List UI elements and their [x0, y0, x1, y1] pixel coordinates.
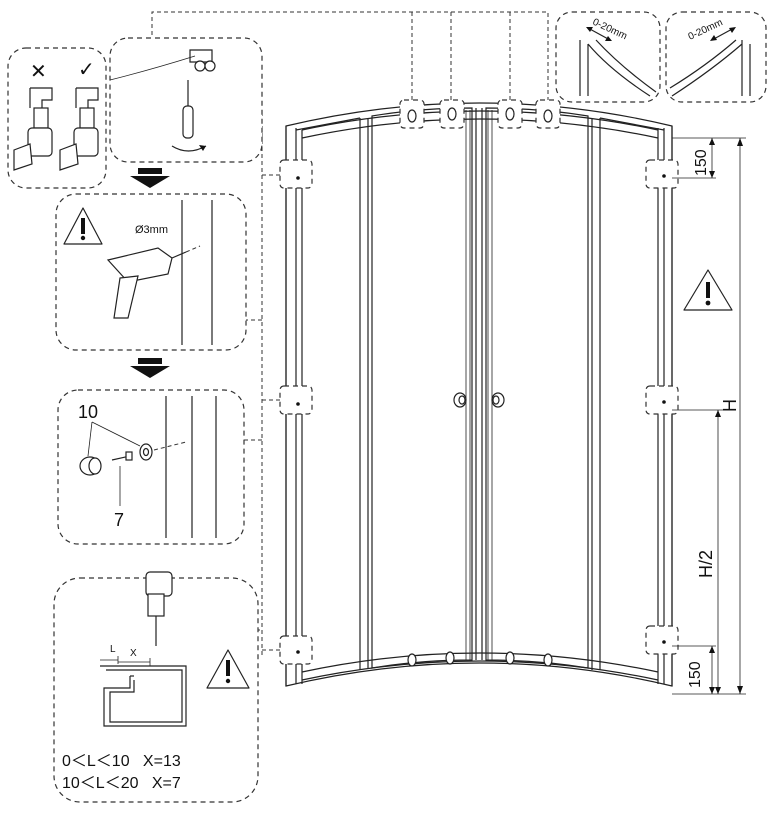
adjust-right-inset: 0-20mm: [665, 11, 767, 103]
screwdriver-icon: [182, 80, 194, 139]
offset-X-label: X: [130, 648, 137, 659]
right-mark: ✓: [78, 59, 95, 81]
shower-enclosure: [279, 99, 679, 687]
step-arrow-1: [130, 168, 170, 188]
connector-lines: [151, 11, 549, 655]
warning-icon: [206, 649, 250, 689]
drill-bit-label: Ø3mm: [135, 224, 168, 236]
rule-2: 10＜L＜20 X=7: [62, 775, 181, 792]
offset-panel: L X 0＜L＜10 X=13 10＜L＜20 X=7: [53, 571, 259, 803]
dim-half-height: H/2: [696, 550, 716, 578]
dim-bottom: 150: [687, 661, 704, 688]
wall-fixing-points: [279, 159, 679, 665]
drill-orientation-panel: ✕ ✓: [7, 47, 107, 189]
rule-1: 0＜L＜10 X=13: [62, 753, 181, 770]
dimension-lines: 150 150 H H/2: [672, 137, 746, 695]
screwdriver-panel: [109, 37, 263, 163]
adjust-left-inset: 0-20mm: [555, 11, 661, 103]
power-drill-icon: [106, 247, 187, 319]
warning-icon: [63, 207, 103, 245]
top-rollers: [399, 99, 561, 129]
cap-part-number: 10: [78, 402, 98, 422]
washer-icon: [139, 443, 153, 461]
right-drill-icon: [59, 107, 99, 171]
dim-top: 150: [693, 149, 710, 176]
screw-part-number: 7: [114, 510, 124, 530]
profile-section-icon: [100, 665, 187, 727]
bracket-icon: [189, 49, 216, 72]
screw-icon: [111, 451, 133, 461]
offset-L-label: L: [110, 644, 116, 655]
wrong-drill-icon: [13, 107, 53, 171]
door-handle-right: [491, 392, 505, 408]
step-arrow-2: [130, 358, 170, 378]
cover-cap-icon: [79, 456, 102, 476]
drill-top-icon: [145, 571, 173, 646]
warning-icon: [683, 269, 733, 311]
wrong-mark: ✕: [30, 61, 47, 83]
drilling-panel: Ø3mm: [55, 193, 247, 351]
fixing-panel: 10 7: [57, 389, 245, 545]
dim-height: H: [720, 399, 740, 412]
bottom-rollers: [407, 651, 553, 667]
door-handle-left: [453, 392, 467, 408]
